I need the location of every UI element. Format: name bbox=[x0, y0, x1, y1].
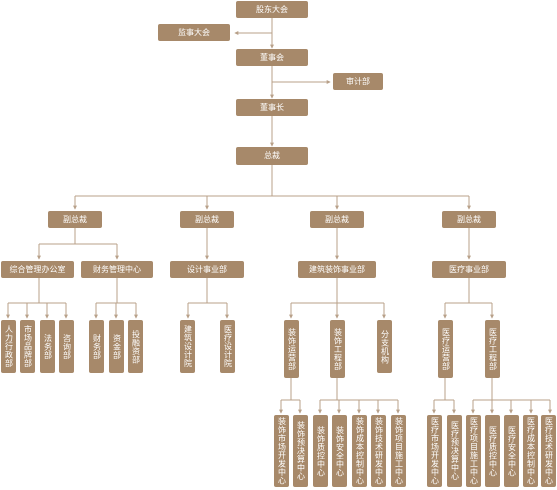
node-investment-dept: 投融资部 bbox=[128, 320, 143, 373]
node-audit-department: 审计部 bbox=[333, 73, 383, 90]
node-branches: 分支机构 bbox=[377, 320, 392, 373]
node-medical-eng-dept: 医疗工程部 bbox=[485, 320, 500, 378]
node-legal-dept: 法务部 bbox=[40, 320, 55, 373]
node-fund-dept: 资金部 bbox=[109, 320, 124, 373]
node-architecture-design-institute: 建筑设计院 bbox=[180, 320, 195, 373]
node-deco-safety-center: 装饰安全中心 bbox=[332, 415, 347, 487]
node-deco-cost-control-center: 装饰成本控制中心 bbox=[352, 415, 367, 487]
node-deco-budget-center: 装饰预决算中心 bbox=[293, 415, 308, 487]
node-medical-division: 医疗事业部 bbox=[432, 261, 506, 278]
node-general-admin-office: 综合管理办公室 bbox=[1, 261, 74, 278]
node-med-quality-center: 医疗质控中心 bbox=[485, 415, 500, 487]
node-deco-market-dev-center: 装饰市场开发中心 bbox=[274, 415, 289, 487]
node-med-market-dev-center: 医疗市场开发中心 bbox=[427, 415, 442, 487]
node-med-budget-center: 医疗预决算中心 bbox=[447, 415, 462, 487]
node-vice-president-4: 副总裁 bbox=[442, 211, 496, 228]
node-finance-management-center: 财务管理中心 bbox=[81, 261, 153, 278]
node-vice-president-1: 副总裁 bbox=[48, 211, 102, 228]
node-decoration-division: 建筑装饰事业部 bbox=[298, 261, 376, 278]
node-finance-dept: 财务部 bbox=[89, 320, 104, 373]
node-hr-admin-dept: 人力行政部 bbox=[1, 320, 16, 373]
node-med-construction-center: 医疗项目施工中心 bbox=[466, 415, 481, 487]
node-president: 总裁 bbox=[236, 147, 308, 165]
node-med-safety-center: 医疗安全中心 bbox=[504, 415, 519, 487]
node-shareholders-meeting: 股东大会 bbox=[236, 1, 308, 18]
node-deco-quality-center: 装饰质控中心 bbox=[313, 415, 328, 487]
node-marketing-brand-dept: 市场品牌部 bbox=[20, 320, 35, 373]
node-medical-ops-dept: 医疗运营部 bbox=[438, 320, 453, 378]
node-med-cost-control-center: 医疗成本控制中心 bbox=[523, 415, 538, 487]
node-vice-president-2: 副总裁 bbox=[180, 211, 234, 228]
node-chairman: 董事长 bbox=[236, 99, 308, 116]
node-vice-president-3: 副总裁 bbox=[310, 211, 364, 228]
node-consulting-dept: 咨询部 bbox=[59, 320, 74, 373]
node-design-division: 设计事业部 bbox=[170, 261, 244, 278]
node-med-tech-rd-center: 医疗技术研发中心 bbox=[541, 415, 556, 487]
node-deco-tech-rd-center: 装饰技术研发中心 bbox=[371, 415, 386, 487]
node-board-of-supervisors: 监事大会 bbox=[158, 24, 230, 41]
node-decoration-eng-dept: 装饰工程部 bbox=[330, 320, 345, 378]
node-decoration-ops-dept: 装饰运营部 bbox=[284, 320, 299, 378]
node-board-of-directors: 董事会 bbox=[236, 49, 308, 66]
node-medical-design-institute: 医疗设计院 bbox=[220, 320, 235, 373]
node-deco-construction-center: 装饰项目施工中心 bbox=[391, 415, 406, 487]
